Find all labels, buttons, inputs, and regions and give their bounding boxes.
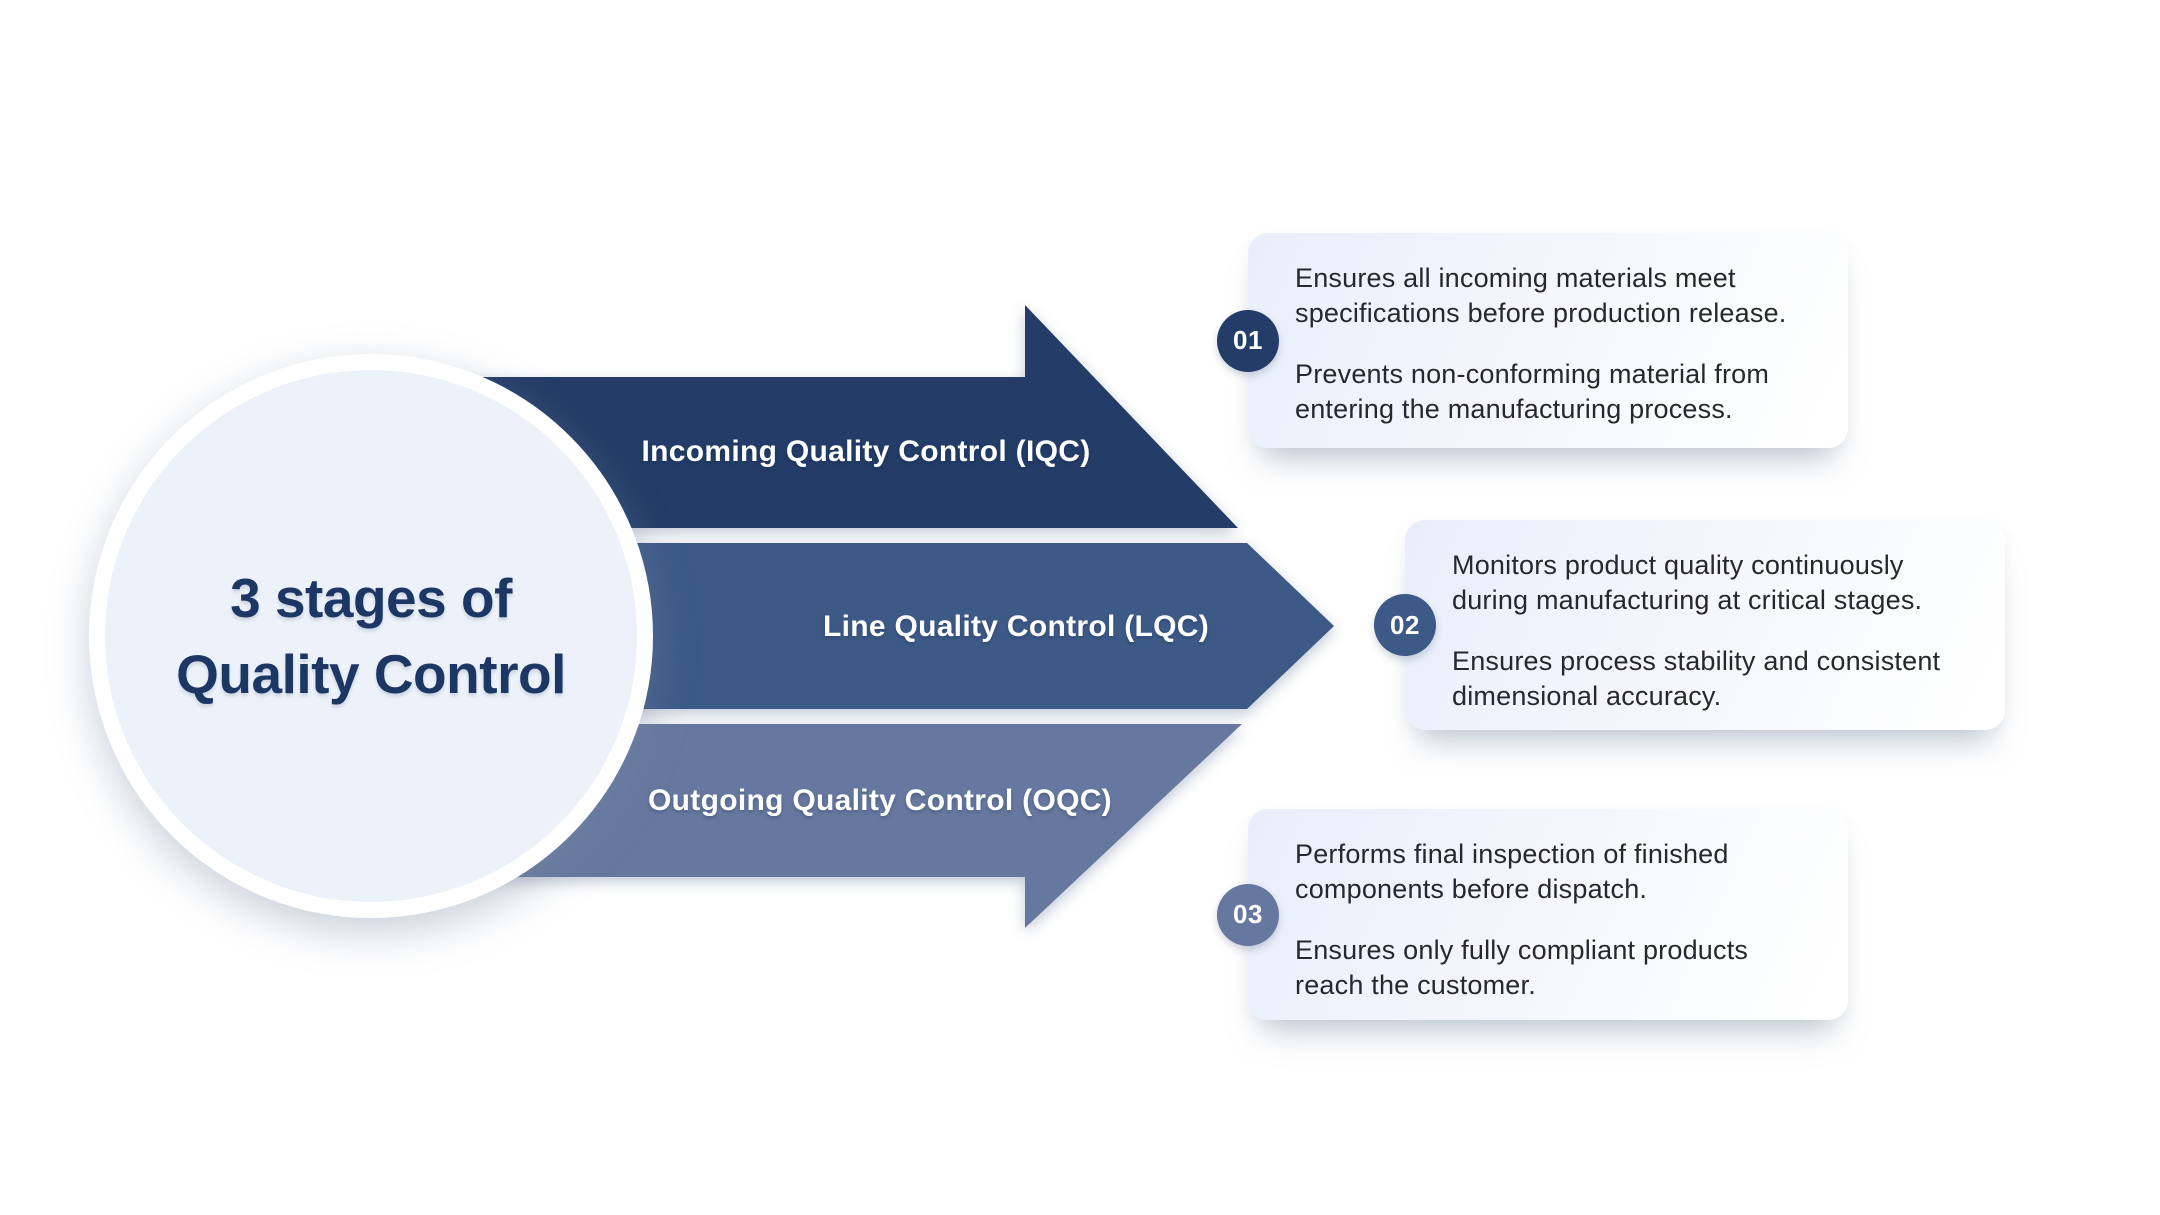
stage-paragraph: Ensures all incoming materials meet spec… <box>1295 263 1787 328</box>
page-title: 3 stages of Quality Control <box>176 560 566 712</box>
stage-card-iqc: 01 Ensures all incoming materials meet s… <box>1217 233 1848 448</box>
stage-paragraph: Performs final inspection of finished co… <box>1295 839 1729 904</box>
arrow-oqc <box>455 724 1242 928</box>
arrow-label-iqc: Incoming Quality Control (IQC) <box>641 435 1091 468</box>
stage-card-oqc: 03 Performs final inspection of finished… <box>1217 809 1848 1020</box>
stage-paragraph: Ensures only fully compliant products re… <box>1295 935 1749 1000</box>
stage-number-badge-02: 02 <box>1374 594 1436 656</box>
stage-paragraph: Prevents non-conforming material from en… <box>1295 359 1770 424</box>
title-line-2: Quality Control <box>176 643 566 705</box>
arrow-lqc <box>455 543 1334 709</box>
stage-number-badge-03: 03 <box>1217 883 1279 946</box>
stage-card-lqc: 02 Monitors product quality continuously… <box>1374 520 2005 730</box>
arrow-label-oqc: Outgoing Quality Control (OQC) <box>648 784 1112 817</box>
stage-paragraph: Monitors product quality continuously du… <box>1452 550 1923 615</box>
title-line-1: 3 stages of <box>230 567 512 629</box>
stage-number-badge-01: 01 <box>1217 309 1279 372</box>
arrow-label-lqc: Line Quality Control (LQC) <box>822 610 1210 643</box>
stage-paragraph: Ensures process stability and consistent… <box>1452 646 1941 711</box>
title-circle: 3 stages of Quality Control <box>89 354 653 918</box>
arrow-iqc <box>455 305 1238 528</box>
